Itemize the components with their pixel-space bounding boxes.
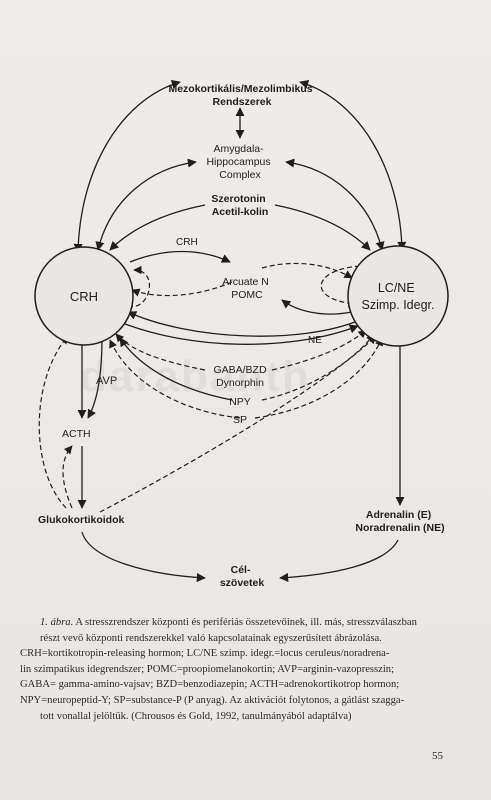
adrenalin-label: Adrenalin (E) Noradrenalin (NE)	[355, 509, 444, 534]
ne-edge-label: NE	[308, 335, 322, 346]
crh-circle-label: CRH	[70, 289, 98, 304]
edge-szerotonin-crh	[109, 204, 206, 251]
mezokortikalis-label: Mezokortikális/Mezolimbikus Rendszerek	[168, 83, 315, 108]
avp-label: AVP	[96, 375, 117, 387]
page-number: 55	[432, 750, 443, 762]
edge-lcne-mezo	[299, 80, 407, 251]
edge-lcne-amygdala	[285, 158, 385, 251]
edge-gluko-crh-dashed	[38, 335, 69, 509]
dynorphin-label: Dynorphin	[216, 377, 264, 389]
caption-figure-label: 1. ábra.	[40, 617, 74, 628]
edge-crh-loop-dashed	[127, 265, 151, 308]
crh-edge-label: CRH	[176, 237, 198, 248]
sp-label: SP	[233, 414, 247, 426]
edge-crh-lcne	[119, 321, 359, 345]
edge-gaba-lcne-dashed	[271, 329, 367, 371]
glukokortikoidok-label: Glukokortikoidok	[38, 514, 125, 526]
edge-gluko-acth-dashed	[62, 445, 73, 509]
edge-lcne-loop-dashed	[320, 265, 361, 308]
edge-sp-crh-dashed	[109, 339, 241, 419]
amygdala-label: Amygdala- Hippocampus Complex	[206, 143, 273, 181]
celszovetek-label: Cél- szövetek	[220, 564, 265, 589]
edge-gluko-lcne-dashed	[99, 335, 377, 513]
caption-line-5: GABA= gamma-amino-vajsav; BZD=benzodiaze…	[20, 679, 400, 691]
gaba-bzd-label: GABA/BZD	[213, 364, 267, 376]
edge-arcuate-lcne-dashed	[261, 262, 353, 279]
crh-node	[34, 246, 134, 346]
caption-line-6: NPY=neuropeptid-Y; SP=substance-P (P any…	[20, 694, 405, 706]
edge-crh-mezo	[73, 80, 181, 253]
edge-gluko-cel	[81, 531, 206, 583]
edge-gaba-crh-dashed	[115, 333, 206, 371]
edge-lcne-arcuate	[281, 299, 353, 315]
caption-line-3: CRH=kortikotropin-releasing hormon; LC/N…	[20, 648, 390, 660]
edge-lcne-crh-ne	[127, 311, 361, 337]
edge-avp-acth	[87, 337, 103, 419]
edge-szerotonin-lcne	[274, 204, 371, 251]
szerotonin-label: Szerotonin Acetil-kolin	[211, 193, 268, 218]
caption-line-4: lin szimpatikus idegrendszer; POMC=proop…	[20, 663, 395, 675]
caption-line-1: 1. ábra. A stresszrendszer központi és p…	[20, 615, 475, 631]
arcuate-label: Arcuate N POMC	[222, 276, 272, 301]
acth-label: ACTH	[62, 428, 91, 440]
edge-crh-amygdala	[95, 158, 197, 251]
npy-label: NPY	[229, 396, 251, 408]
caption-line-1-text: A stresszrendszer központi és perifériás…	[73, 617, 417, 628]
lcne-node	[347, 245, 449, 347]
stress-system-diagram: Mezokortikális/Mezolimbikus Rendszerek A…	[34, 80, 449, 589]
caption-line-2: részt vevő központi rendszerekkel való k…	[40, 632, 382, 644]
edge-crh-arcuate	[129, 250, 231, 263]
edge-npy-lcne-dashed	[261, 333, 375, 401]
edge-sp-lcne-dashed	[254, 337, 383, 419]
edge-npy-crh	[119, 337, 233, 401]
lcne-circle-label: LC/NE Szimp. Idegr.	[362, 281, 435, 312]
figure-caption: 1. ábra. A stresszrendszer központi és p…	[20, 615, 475, 724]
caption-line-7: tott vonallal jelöltük. (Chrousos és Gol…	[40, 710, 352, 722]
edge-arcuate-crh-dashed	[131, 281, 233, 297]
edge-adrenalin-cel	[279, 539, 399, 583]
